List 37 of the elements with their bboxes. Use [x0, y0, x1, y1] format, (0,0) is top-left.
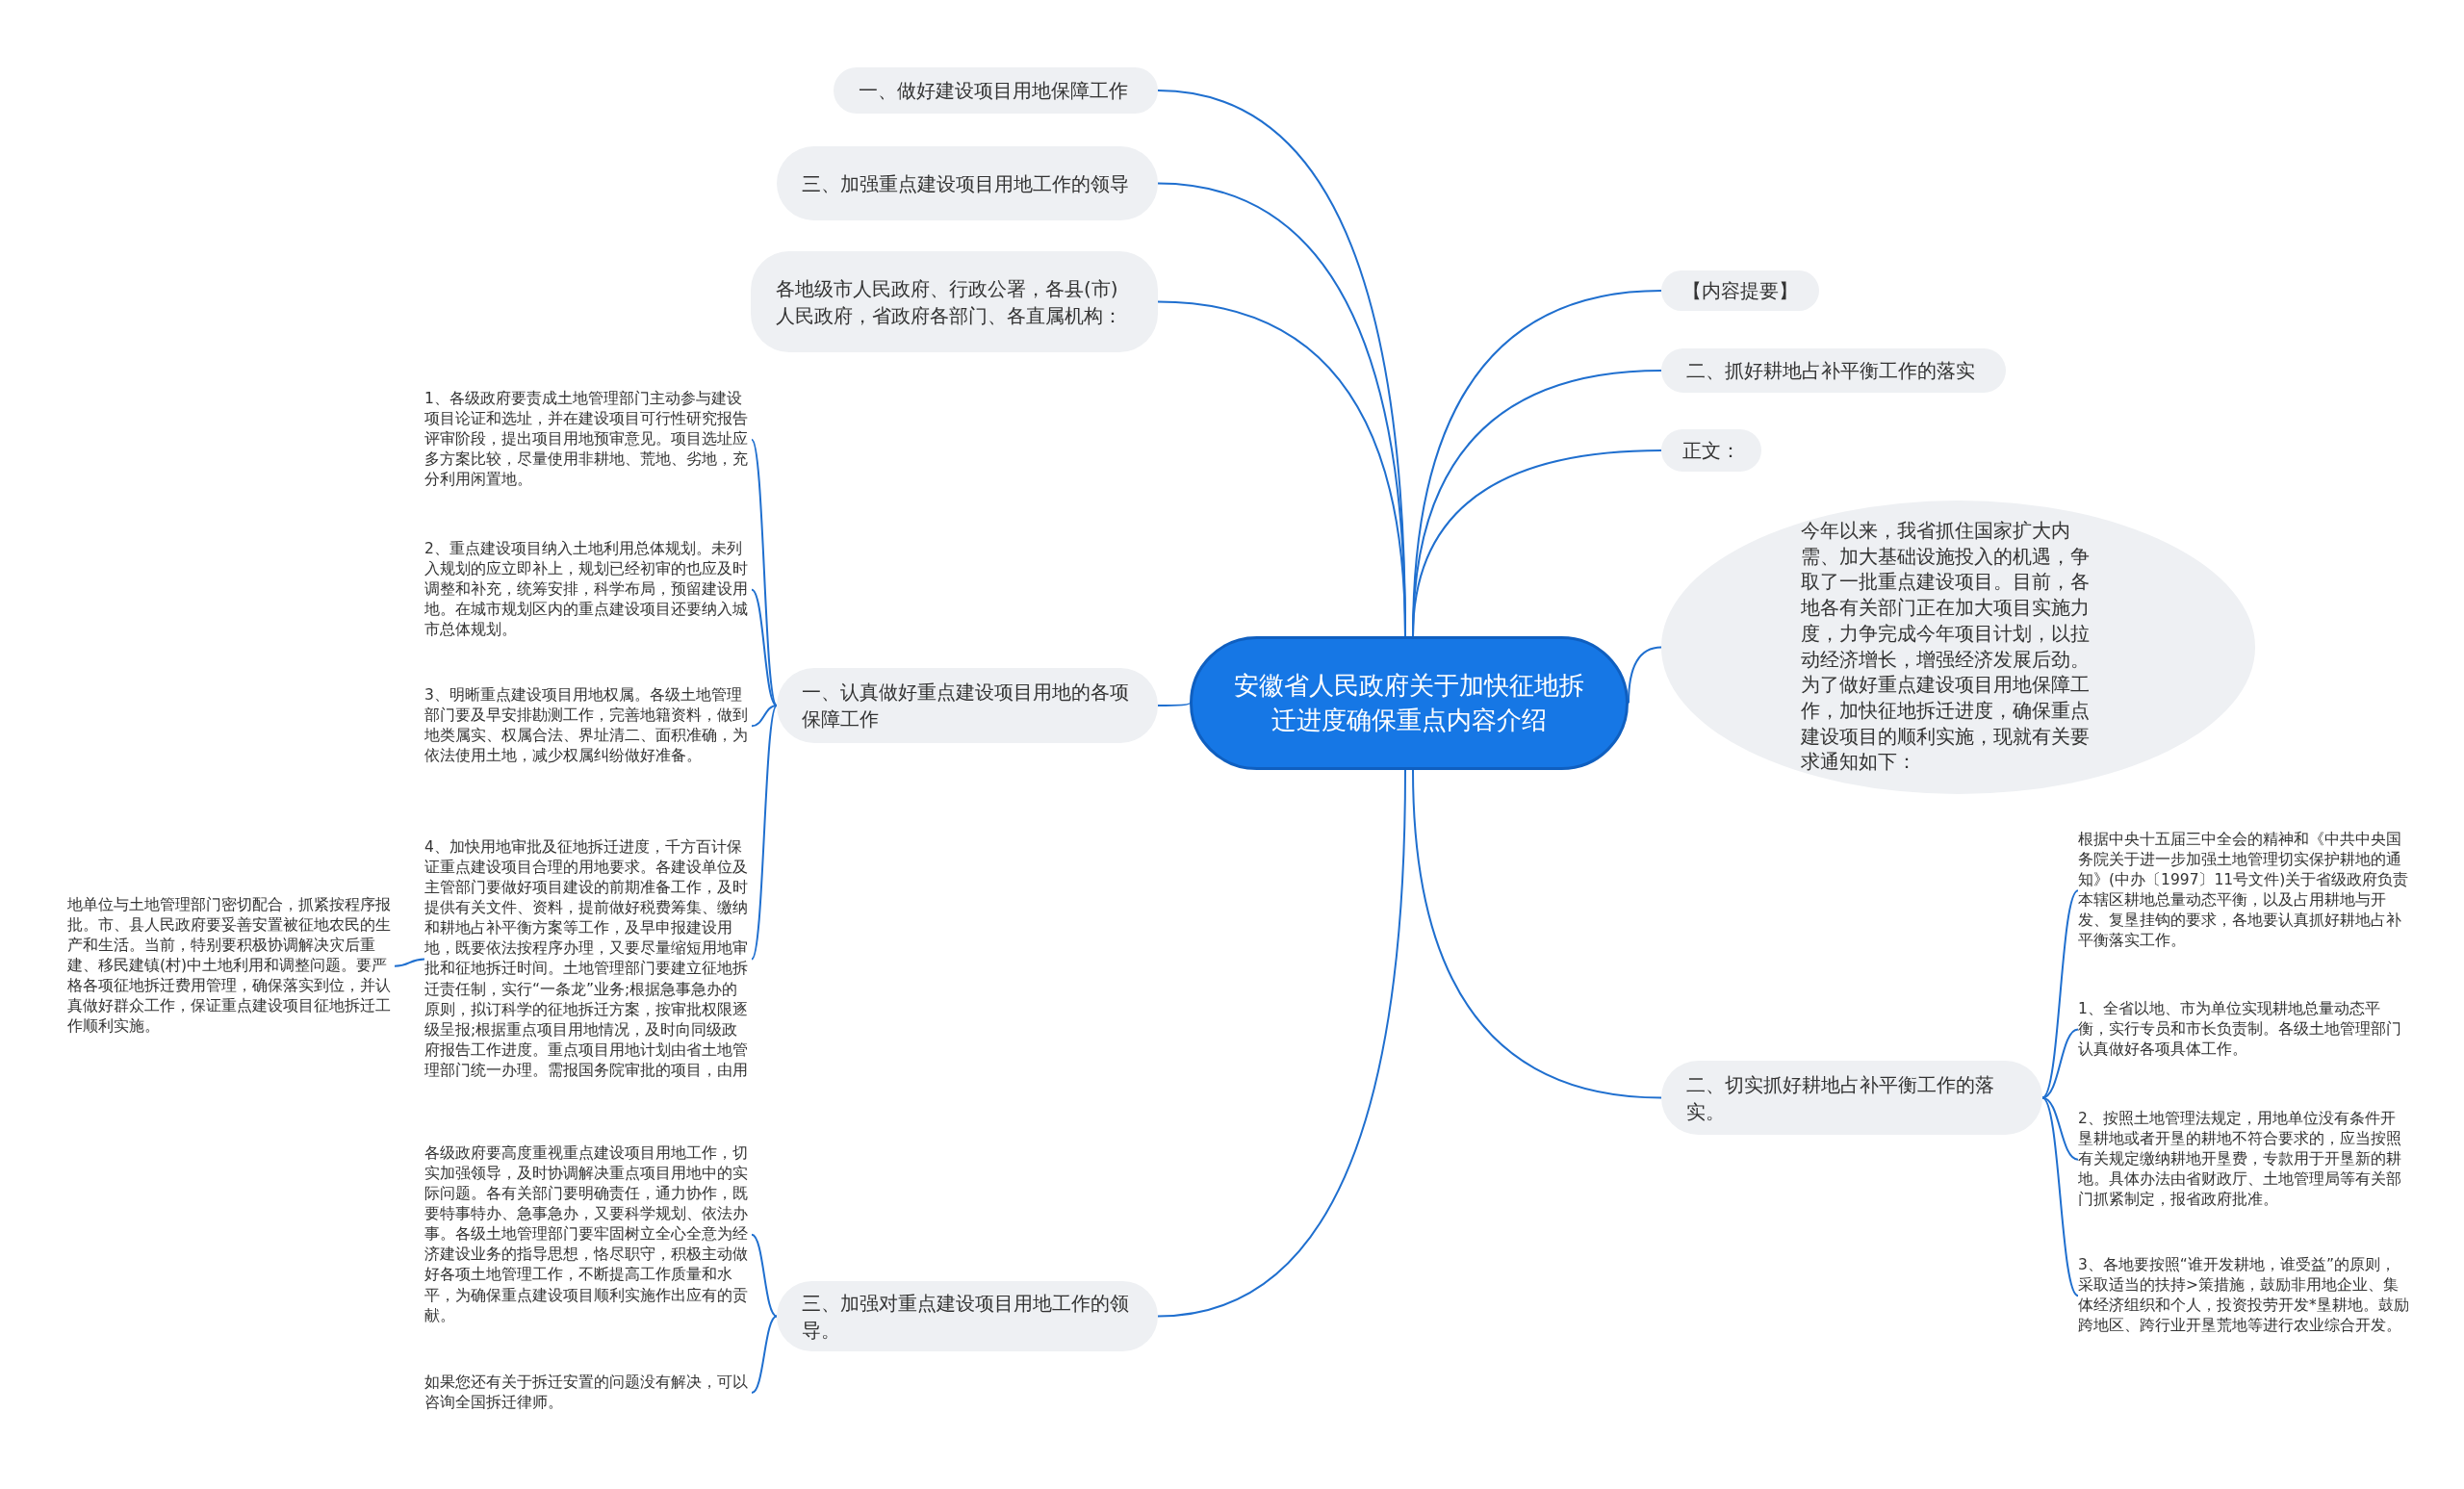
connector-line [751, 1233, 778, 1318]
topic-box: 各地级市人民政府、行政公署，各县(市)人民政府，省政府各部门、各直属机构： [751, 251, 1158, 352]
note-text: 2、重点建设项目纳入土地利用总体规划。未列入规划的应立即补上，规划已经初审的也应及时调整和补充，统筹安排，科学布局，预留建设用地。在城市规划区内的重点建设项目还要纳入城市总体规划。 [424, 539, 752, 641]
connector-line [1412, 449, 1662, 637]
connector-line [751, 1315, 778, 1395]
topic-box: 一、做好建设项目用地保障工作 [834, 67, 1158, 114]
topic-box: 正文： [1661, 429, 1761, 472]
note-text: 根据中央十五届三中全会的精神和《中共中央国务院关于进一步加强土地管理切实保护耕地的通知》(中办〔1997〕11号文件)关于省级政府负责本辖区耕地总量动态平衡，以及占用耕地与开发、复垦挂钩的要求，各地要认真抓好耕地占补平衡落实工作。 [2078, 830, 2410, 952]
topic-box: 三、加强对重点建设项目用地工作的领导。 [777, 1281, 1158, 1351]
connector-line [2041, 1096, 2079, 1297]
topic-box: 【内容提要】 [1661, 270, 1819, 311]
central-topic: 安徽省人民政府关于加快征地拆迁进度确保重点内容介绍 [1190, 636, 1629, 770]
note-text: 1、全省以地、市为单位实现耕地总量动态平衡，实行专员和市长负责制。各级土地管理部门认真做好各项具体工作。 [2078, 999, 2410, 1061]
note-text: 2、按照土地管理法规定，用地单位没有条件开垦耕地或者开垦的耕地不符合要求的，应当按照有关规定缴纳耕地开垦费，专款用于开垦新的耕地。具体办法由省财政厅、土地管理局等有关部门抓紧制定，报省政府批准。 [2078, 1109, 2410, 1211]
topic-oval: 今年以来，我省抓住国家扩大内需、加大基础设施投入的机遇，争取了一批重点建设项目。目前，各地各有关部门正在加大项目实施力度，力争完成今年项目计划，以拉动经济增长，增强经济发展后劲。为了做好重点建设项目用地保障工作，加快征地拆迁进度，确保重点建设项目的顺利实施，现就有关要求通知如下： [1661, 501, 2255, 794]
connector-line [751, 438, 778, 706]
note-text: 4、加快用地审批及征地拆迁进度，千方百计保证重点建设项目合理的用地要求。各建设单位及主管部门要做好项目建设的前期准备工作，及时提供有关文件、资料，提前做好税费筹集、缴纳和耕地占补平衡方案等工作，及早申报建设用地，既要依法按程序办理，又要尽量缩短用地审批和征地拆迁时间。土地管理部门要建立征地拆迁责任制，实行“一条龙”业务;根据急事急办的原则，拟订科学的征地拆迁方案，按审批权限逐级呈报;根据重点项目用地情况，及时向同级政府报告工作进度。重点项目用地计划由省土地管理部门统一办理。需报国务院审批的项目，由用 [424, 837, 752, 1081]
connector-line [751, 705, 778, 961]
note-text: 各级政府要高度重视重点建设项目用地工作，切实加强领导，及时协调解决重点项目用地中的实际问题。各有关部门要明确责任，通力协作，既要特事特办、急事急办，又要科学规划、依法办事。各级土地管理部门要牢固树立全心全意为经济建设业务的指导思想，恪尽职守，积极主动做好各项土地管理工作，不断提高工作质量和水平，为确保重点建设项目顺利实施作出应有的贡献。 [424, 1143, 752, 1326]
connector-line [1157, 702, 1191, 706]
topic-box: 一、认真做好重点建设项目用地的各项保障工作 [777, 668, 1158, 743]
connector-line [2041, 889, 2079, 1099]
note-text: 如果您还有关于拆迁安置的问题没有解决，可以咨询全国拆迁律师。 [424, 1373, 752, 1414]
connector-line [1157, 769, 1406, 1318]
connector-line [1157, 300, 1406, 637]
connector-line [751, 588, 778, 706]
connector-line [2041, 1028, 2079, 1099]
note-text: 3、明晰重点建设项目用地权属。各级土地管理部门要及早安排勘测工作，完善地籍资料，做到地类属实、权属合法、界址清二、面积准确，为依法使用土地，减少权属纠纷做好准备。 [424, 685, 752, 767]
topic-box: 三、加强重点建设项目用地工作的领导 [777, 146, 1158, 220]
topic-box: 二、抓好耕地占补平衡工作的落实 [1661, 348, 2006, 393]
connector-line [394, 958, 425, 967]
note-text: 1、各级政府要责成土地管理部门主动参与建设项目论证和选址，并在建设项目可行性研究报告评审阶段，提出项目用地预审意见。项目选址应多方案比较，尽量使用非耕地、荒地、劣地，充分利用闲置地。 [424, 389, 752, 491]
topic-box: 二、切实抓好耕地占补平衡工作的落实。 [1661, 1061, 2042, 1135]
connector-line [1412, 769, 1662, 1099]
note-text: 地单位与土地管理部门密切配合，抓紧按程序报批。市、县人民政府要妥善安置被征地农民的生产和生活。当前，特别要积极协调解决灾后重建、移民建镇(村)中土地利用和调整问题。要严格各项征地拆迁费用管理，确保落实到位，并认真做好群众工作，保证重点建设项目征地拆迁工作顺利实施。 [67, 895, 395, 1038]
note-text: 3、各地要按照“谁开发耕地，谁受益”的原则，采取适当的扶持>策措施，鼓励非用地企业、集体经济组织和个人，投资投劳开发*垦耕地。鼓励跨地区、跨行业开垦荒地等进行农业综合开发。 [2078, 1255, 2410, 1337]
connector-line [751, 705, 778, 728]
